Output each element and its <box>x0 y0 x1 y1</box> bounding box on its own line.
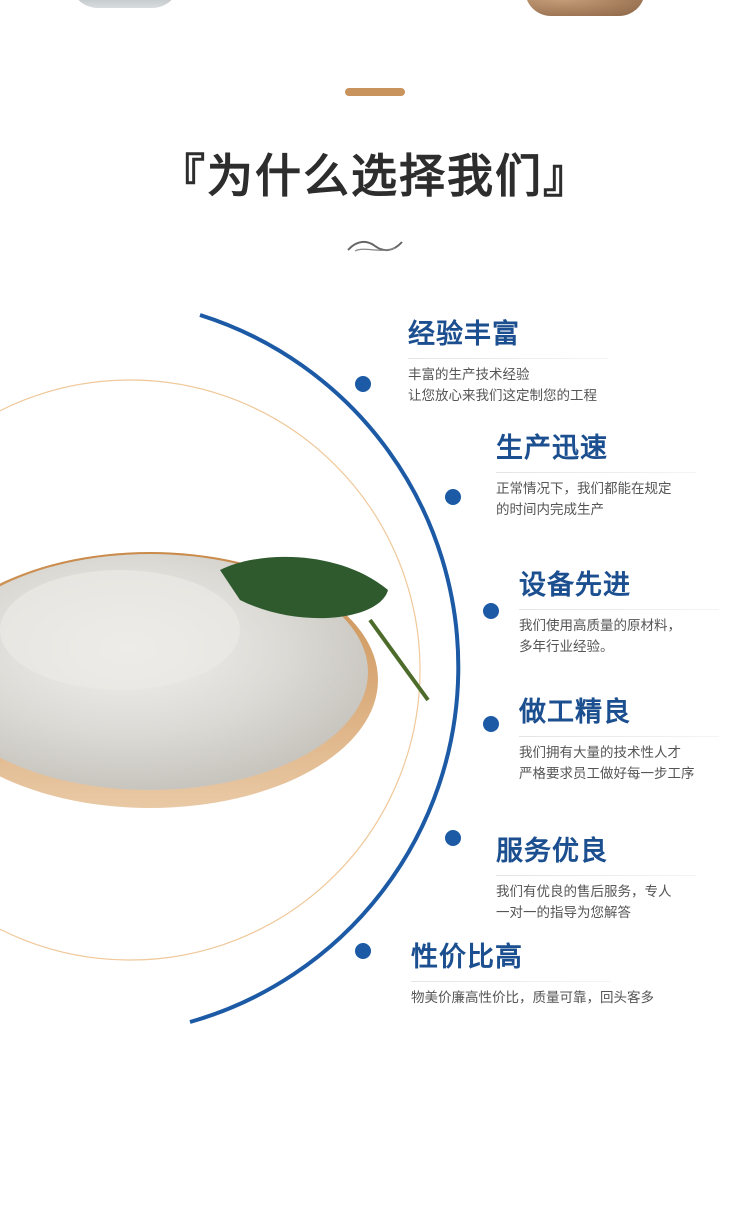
divider <box>408 358 608 359</box>
feature-desc: 我们有优良的售后服务，专人 <box>496 884 672 900</box>
timeline-dot <box>483 603 499 619</box>
timeline-dot <box>445 489 461 505</box>
feature-desc: 我们拥有大量的技术性人才 <box>519 745 681 761</box>
feature-desc: 让您放心来我们这定制您的工程 <box>408 388 597 404</box>
feature-advanced-equipment: 设备先进 我们使用高质量的原材料， 多年行业经验。 <box>519 569 719 658</box>
divider <box>496 875 696 876</box>
feature-craftsmanship: 做工精良 我们拥有大量的技术性人才 严格要求员工做好每一步工序 <box>519 696 719 785</box>
feature-desc: 我们使用高质量的原材料， <box>519 618 681 634</box>
feature-desc: 的时间内完成生产 <box>496 502 604 518</box>
feature-desc: 严格要求员工做好每一步工序 <box>519 766 695 782</box>
feature-title: 服务优良 <box>496 836 608 867</box>
feature-title: 性价比高 <box>411 942 523 973</box>
feature-desc: 一对一的指导为您解答 <box>496 905 631 921</box>
divider <box>496 472 696 473</box>
leaf-icon <box>220 556 388 619</box>
divider <box>411 981 611 982</box>
top-product-image-right <box>525 0 645 16</box>
timeline-arc <box>189 313 461 1024</box>
feature-title: 生产迅速 <box>496 433 608 464</box>
feature-value: 性价比高 物美价廉高性价比，质量可靠，回头客多 <box>411 941 654 1009</box>
feature-desc: 物美价廉高性价比，质量可靠，回头客多 <box>411 990 654 1006</box>
accent-bar <box>345 88 405 96</box>
feature-title: 经验丰富 <box>408 319 520 350</box>
feature-title: 设备先进 <box>519 570 631 601</box>
timeline-dot <box>355 376 371 392</box>
timeline-dot <box>483 716 499 732</box>
orange-ring <box>0 379 421 961</box>
page-title: 『为什么选择我们』 <box>159 149 591 203</box>
feature-service: 服务优良 我们有优良的售后服务，专人 一对一的指导为您解答 <box>496 835 696 924</box>
swirl-ornament-icon <box>347 240 403 252</box>
timeline-dot <box>355 943 371 959</box>
divider <box>519 609 719 610</box>
feature-title: 做工精良 <box>519 697 631 728</box>
feature-desc: 丰富的生产技术经验 <box>408 367 530 383</box>
divider <box>519 736 719 737</box>
feature-fast-production: 生产迅速 正常情况下，我们都能在规定 的时间内完成生产 <box>496 432 696 521</box>
feature-experience: 经验丰富 丰富的生产技术经验 让您放心来我们这定制您的工程 <box>408 318 608 407</box>
timeline-graphic <box>0 313 499 1024</box>
timeline-dot <box>445 830 461 846</box>
feature-desc: 多年行业经验。 <box>519 639 614 655</box>
feature-desc: 正常情况下，我们都能在规定 <box>496 481 672 497</box>
top-product-image-left <box>70 0 180 8</box>
